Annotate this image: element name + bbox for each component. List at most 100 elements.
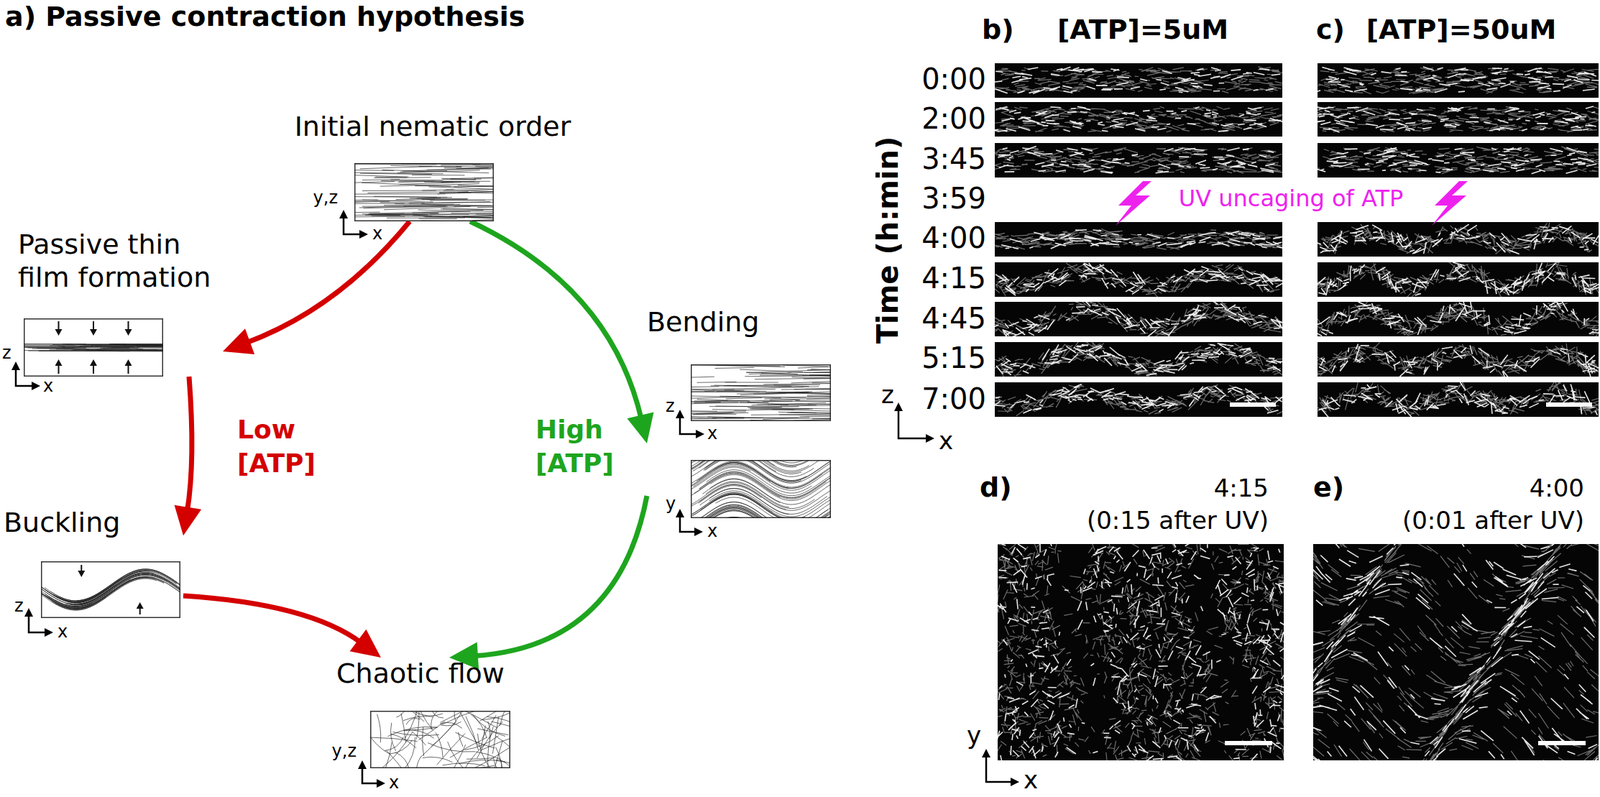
fibres-bright <box>1318 344 1600 378</box>
arrow-head <box>627 412 655 444</box>
state-node: Passive thin film formation <box>17 228 223 377</box>
figure-label: y,z <box>332 741 357 762</box>
state-node: Bending <box>646 306 836 519</box>
fibres-bright <box>1316 147 1597 174</box>
figure-label: [ATP]=5uM <box>1057 14 1229 47</box>
figure-label: 4:00 <box>1529 474 1585 503</box>
arrow-head <box>222 328 255 355</box>
micrograph <box>1315 143 1600 178</box>
fibres-bright <box>1314 301 1600 336</box>
fibres-bright <box>996 343 1284 376</box>
figure-label: d) <box>979 472 1013 504</box>
fibres-dim <box>1313 260 1599 297</box>
fibres-bright <box>1306 488 1600 797</box>
arrow-head <box>174 505 202 537</box>
micrograph <box>991 262 1287 298</box>
figure-label: z <box>665 396 675 417</box>
fibres-bright <box>1316 262 1600 296</box>
figure-label: 4:00 <box>921 221 987 255</box>
micrograph <box>989 382 1284 417</box>
micrograph <box>991 222 1286 257</box>
fibres-bright <box>1315 106 1597 133</box>
fibres-dim <box>990 147 1284 174</box>
micrograph <box>991 299 1285 340</box>
figure-label: 7:00 <box>921 382 987 416</box>
filament-sketch <box>354 163 494 222</box>
figure-label: 4:15 <box>921 261 987 295</box>
illustration-frame <box>690 460 831 519</box>
fibres-bright <box>1316 66 1600 93</box>
fibres-bright <box>1001 230 1286 250</box>
cycle-arrow <box>222 221 410 355</box>
micrograph <box>991 341 1287 380</box>
figure-label: x <box>938 426 954 455</box>
fibres-dim <box>990 106 1286 133</box>
filaments <box>354 163 494 222</box>
figure-label: z <box>14 596 24 617</box>
figure-label: x <box>707 521 718 542</box>
scale-bar <box>1538 741 1586 746</box>
figure-label: b) <box>981 14 1015 47</box>
state-label: Passive thin film formation <box>17 228 220 294</box>
figure-label: x <box>388 773 399 794</box>
illustration-frame <box>354 163 494 222</box>
figure-label: 4:15 <box>1214 474 1269 503</box>
figure-label: x <box>1023 766 1038 795</box>
figure-label: 2:00 <box>921 102 987 136</box>
fibres-bright <box>1318 382 1598 419</box>
figure-label: Time (h:min) <box>871 136 905 345</box>
fibres-dim <box>994 66 1286 94</box>
figure-label: 5:15 <box>921 341 987 375</box>
figure-label: y,z <box>313 188 338 209</box>
scale-bar <box>1229 402 1276 407</box>
micrograph <box>1314 299 1600 339</box>
arrow-head <box>350 629 381 658</box>
state-label: Chaotic flow <box>330 657 511 691</box>
figure-label: 3:59 <box>921 181 987 215</box>
cycle-arrow <box>183 595 381 658</box>
state-label: Buckling <box>3 506 184 540</box>
micrograph <box>1313 260 1600 297</box>
state-label: Bending <box>646 306 836 340</box>
micrograph <box>1316 63 1600 98</box>
scale-bar <box>1224 741 1273 746</box>
micrograph <box>1306 483 1600 797</box>
micrograph <box>990 102 1286 137</box>
figure-label: a) Passive contraction hypothesis <box>5 1 525 34</box>
illustration-frame <box>40 561 181 619</box>
micrograph <box>1315 222 1600 257</box>
fibres-dim <box>989 384 1284 416</box>
fibres-dim <box>1316 380 1600 417</box>
figure-label: 0:00 <box>921 62 987 96</box>
figure-label: x <box>43 376 54 397</box>
figure-label: x <box>707 424 718 445</box>
figure-label: x <box>57 622 68 643</box>
fibres-dim <box>1313 106 1600 133</box>
figure-label: High [ATP] <box>535 413 629 481</box>
fibres-dim <box>994 540 1289 764</box>
figure-label: Low [ATP] <box>237 413 324 481</box>
figure-label: c) <box>1316 14 1345 47</box>
fibres-dim <box>991 263 1287 298</box>
fibres-dim <box>991 341 1287 380</box>
micrograph <box>1316 380 1600 419</box>
micrograph <box>989 63 1287 98</box>
arrow-shaft <box>473 495 647 657</box>
figure-label: y <box>966 721 982 750</box>
force-arrows <box>81 564 140 615</box>
illustration-frame <box>690 364 831 422</box>
lightning-bolt <box>1431 181 1468 226</box>
filament-sketch <box>370 710 511 769</box>
fibres-bright <box>994 541 1288 765</box>
state-node: Chaotic flow <box>330 657 511 769</box>
scale-bar <box>1546 402 1593 407</box>
filaments <box>690 364 831 422</box>
fibres-bright <box>993 383 1284 414</box>
fibres-bright <box>997 146 1275 174</box>
micrograph <box>994 540 1289 765</box>
arrow-shaft <box>183 595 362 644</box>
fibres-bright <box>1315 224 1600 254</box>
fibres-bright <box>995 263 1287 296</box>
fibres-bright <box>989 66 1281 94</box>
filament-sketch <box>690 364 831 422</box>
